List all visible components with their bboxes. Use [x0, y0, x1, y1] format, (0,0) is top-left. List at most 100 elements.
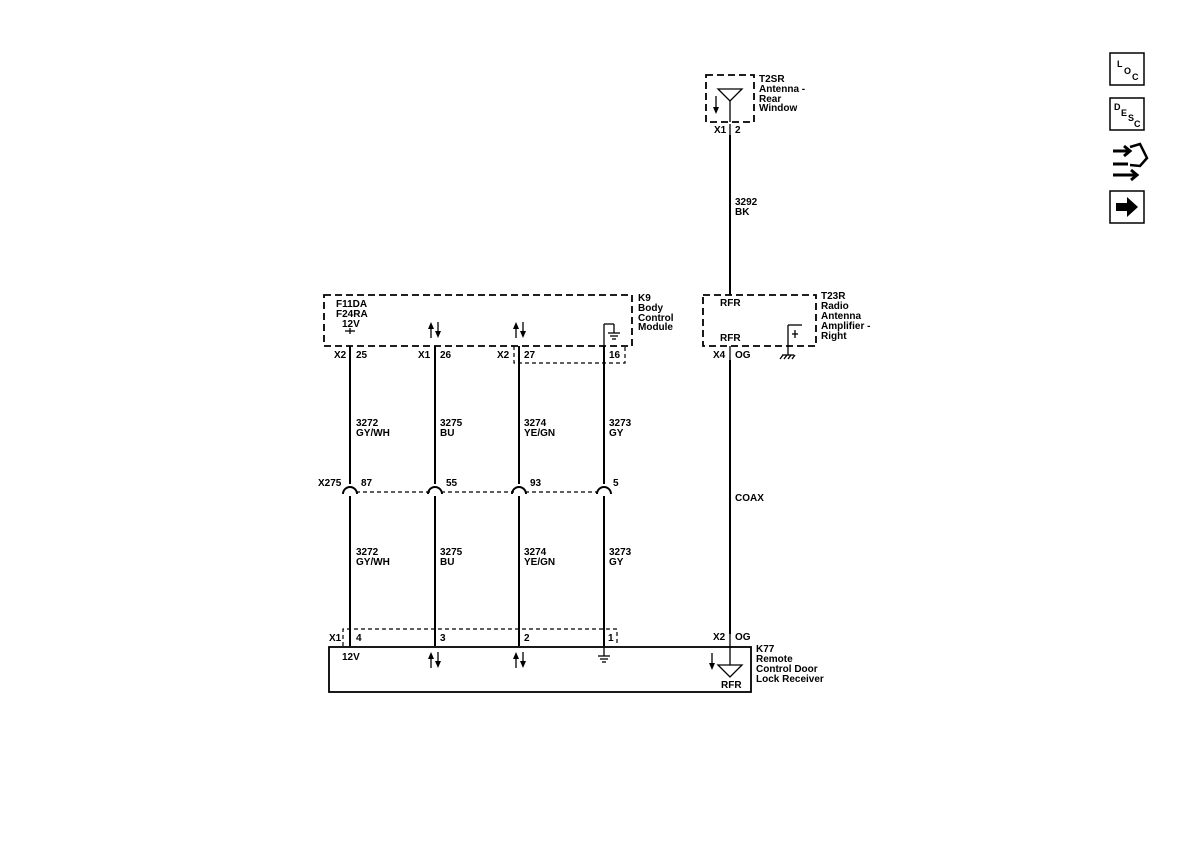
svg-text:L: L — [1117, 59, 1123, 69]
k9-id: K9 — [638, 293, 651, 304]
t2sr-name-1: Antenna - — [759, 84, 805, 95]
k77-id: K77 — [756, 644, 775, 655]
t23r-name-4: Right — [821, 331, 847, 342]
svg-text:S: S — [1128, 113, 1134, 123]
coax-label: COAX — [735, 493, 764, 504]
k77-power-label: 12V — [342, 652, 360, 663]
k77-rf-pin: OG — [735, 632, 751, 643]
ground-icon — [598, 647, 610, 663]
svg-text:C: C — [1132, 72, 1139, 82]
wire-3272-upper-circuit: 3272 — [356, 418, 379, 429]
wire-3274-lower-circuit: 3274 — [524, 547, 547, 558]
k9-pin-4: 16 — [609, 350, 621, 361]
wire-3273-lower-color: GY — [609, 557, 624, 568]
k77-pin-1: 1 — [608, 633, 614, 644]
t2sr-antenna-rear-window[interactable]: T2SR Antenna - Rear Window X1 2 — [705, 74, 805, 136]
t23r-rfr-top: RFR — [720, 298, 741, 309]
wire-3274-upper[interactable]: 3274 YE/GN — [518, 346, 555, 484]
wire-3273-upper-color: GY — [609, 428, 624, 439]
k9-name-1: Body — [638, 303, 663, 314]
x275-id: X275 — [318, 478, 342, 489]
t2sr-connector: X1 — [714, 125, 727, 136]
bidirectional-arrow-icon — [428, 652, 441, 668]
wire-3292-color: BK — [735, 207, 750, 218]
chassis-ground-icon — [779, 324, 802, 360]
desc-icon[interactable]: D E S C — [1109, 97, 1145, 131]
t2sr-pin: 2 — [735, 125, 741, 136]
t23r-pin: OG — [735, 350, 751, 361]
wire-3292-circuit: 3292 — [735, 197, 758, 208]
wire-3273-upper-circuit: 3273 — [609, 418, 632, 429]
k77-rf-connector: X2 — [713, 632, 726, 643]
k9-fuse-2: F24RA — [336, 309, 368, 320]
wire-3275-lower-color: BU — [440, 557, 454, 568]
wire-3275-upper[interactable]: 3275 BU — [434, 346, 463, 484]
wire-3274-lower-color: YE/GN — [524, 557, 555, 568]
k9-pin-connector-1: X2 — [334, 350, 347, 361]
wire-3275-lower[interactable]: 3275 BU — [434, 496, 463, 646]
wire-3272-lower-color: GY/WH — [356, 557, 390, 568]
k9-pin-3: 27 — [524, 350, 536, 361]
k9-pin-connector-3: X2 — [497, 350, 510, 361]
wire-3274-upper-circuit: 3274 — [524, 418, 547, 429]
next-arrow-icon[interactable] — [1109, 190, 1145, 224]
wire-3272-upper-color: GY/WH — [356, 428, 390, 439]
wire-3274-upper-color: YE/GN — [524, 428, 555, 439]
t2sr-name-3: Window — [759, 103, 797, 114]
k9-fuse-3: 12V — [342, 319, 360, 330]
wire-3272-lower[interactable]: 3272 GY/WH — [349, 496, 390, 646]
k77-name-1: Remote — [756, 654, 793, 665]
k9-pin-connector-2: X1 — [418, 350, 431, 361]
wire-3273-upper[interactable]: 3273 GY — [603, 346, 632, 484]
svg-text:C: C — [1134, 119, 1141, 129]
svg-text:E: E — [1121, 108, 1127, 118]
wire-3273-lower[interactable]: 3273 GY — [603, 496, 632, 646]
k77-name-3: Lock Receiver — [756, 674, 824, 685]
bidirectional-arrow-icon — [513, 652, 526, 668]
k77-pin-2: 2 — [524, 633, 530, 644]
t23r-radio-antenna-amplifier[interactable]: RFR RFR T23R Radio Antenna Amplifier - R… — [702, 291, 870, 361]
t23r-id: T23R — [821, 291, 846, 302]
wire-3272-upper[interactable]: 3272 GY/WH — [349, 346, 390, 484]
bidirectional-arrow-icon — [513, 322, 526, 338]
k9-pin-1: 25 — [356, 350, 368, 361]
signal-down-arrow-icon — [709, 653, 715, 670]
t23r-name-3: Amplifier - — [821, 321, 870, 332]
ground-icon — [604, 323, 620, 340]
k77-pin-3: 3 — [440, 633, 446, 644]
t23r-name-1: Radio — [821, 301, 849, 312]
loc-icon[interactable]: L O C — [1109, 52, 1145, 86]
wire-3275-upper-color: BU — [440, 428, 454, 439]
t23r-name-2: Antenna — [821, 311, 861, 322]
wire-3272-lower-circuit: 3272 — [356, 547, 379, 558]
wire-3274-lower[interactable]: 3274 YE/GN — [518, 496, 555, 646]
k9-name-2: Control — [638, 313, 674, 324]
t2sr-name-2: Rear — [759, 94, 781, 105]
x275-pin-93: 93 — [530, 478, 542, 489]
x275-pin-55: 55 — [446, 478, 458, 489]
wire-3275-lower-circuit: 3275 — [440, 547, 463, 558]
wire-3273-lower-circuit: 3273 — [609, 547, 632, 558]
k77-name-2: Control Door — [756, 664, 818, 675]
k9-body-control-module[interactable]: F11DA F24RA 12V K9 Body Control Module — [323, 293, 674, 364]
signal-down-arrow-icon — [713, 96, 719, 114]
x275-pin-87: 87 — [361, 478, 373, 489]
wire-3292[interactable]: 3292 BK — [729, 135, 758, 295]
wire-3275-upper-circuit: 3275 — [440, 418, 463, 429]
t23r-connector: X4 — [713, 350, 726, 361]
t2sr-id: T2SR — [759, 74, 785, 85]
svg-text:D: D — [1114, 102, 1121, 112]
k77-remote-control-door-lock-receiver[interactable]: X1 4 3 2 1 X2 OG 12V — [328, 628, 824, 693]
k77-connector: X1 — [329, 633, 342, 644]
k9-name-3: Module — [638, 322, 673, 333]
k9-fuse-1: F11DA — [336, 299, 367, 310]
connector-pinout-icon[interactable] — [1113, 142, 1149, 182]
x275-pin-5: 5 — [613, 478, 619, 489]
wire-coax[interactable]: COAX — [729, 360, 764, 634]
x275-inline-connector[interactable]: X275 87 55 93 5 — [318, 478, 619, 495]
k9-pin-2: 26 — [440, 350, 452, 361]
bidirectional-arrow-icon — [428, 322, 441, 338]
antenna-icon — [716, 664, 744, 678]
t23r-rfr-bottom: RFR — [720, 333, 741, 344]
svg-text:O: O — [1124, 66, 1131, 76]
